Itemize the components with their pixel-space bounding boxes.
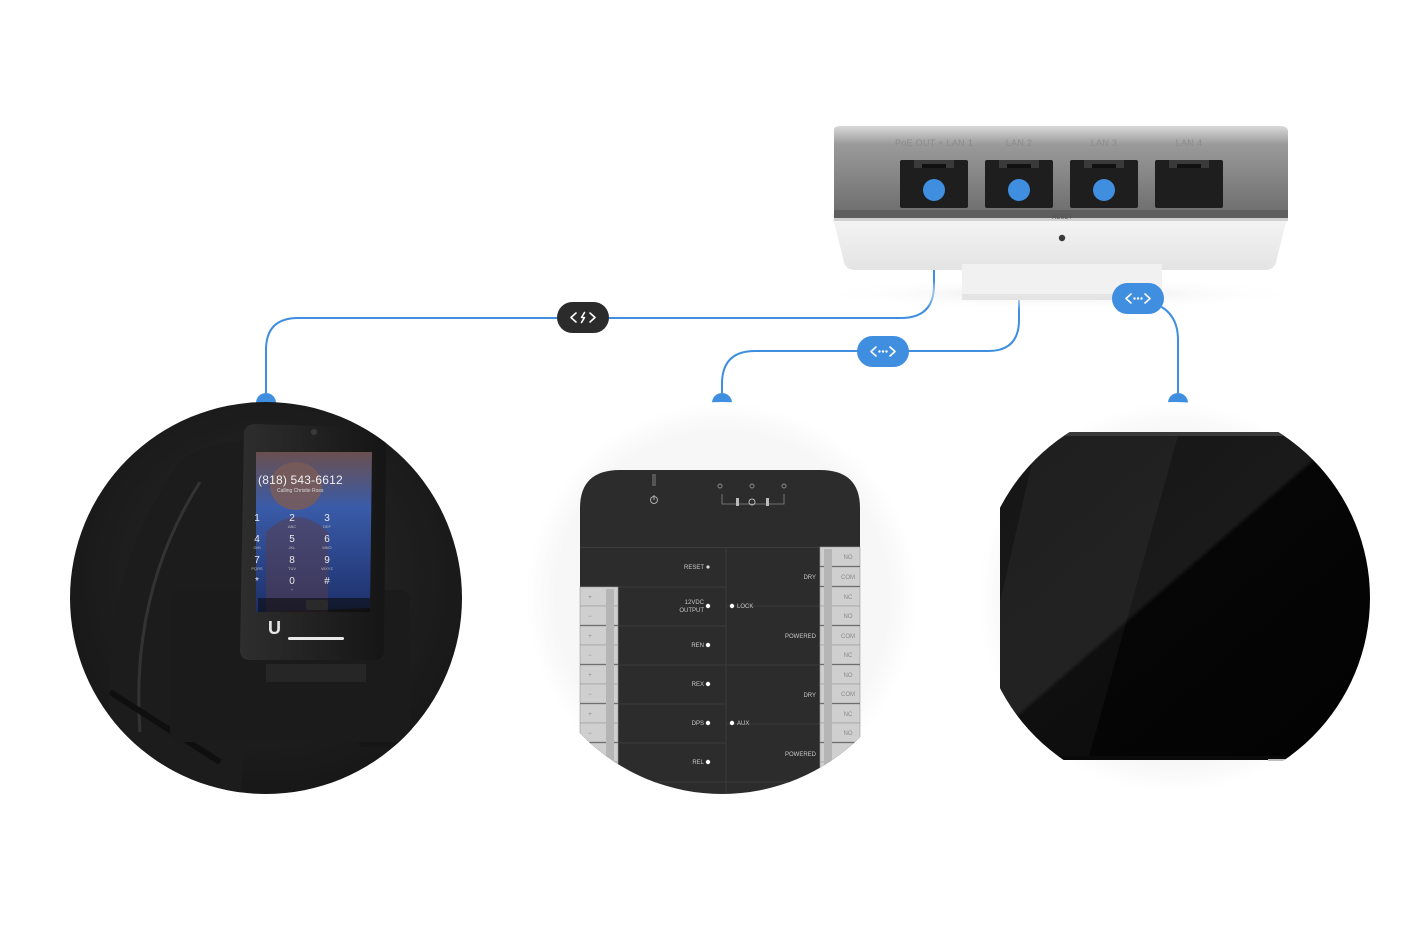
display-device (978, 402, 1370, 794)
key-letters: GHI (253, 545, 261, 550)
slot-label: − (588, 653, 592, 659)
slot-label: − (588, 692, 592, 698)
slot-label: + (588, 595, 592, 601)
key-digit: 7 (254, 555, 260, 566)
port-dot-1 (923, 179, 945, 201)
hub-label-reset: RESET (684, 565, 704, 571)
key-digit: 3 (324, 513, 330, 524)
slot-label: + (588, 634, 592, 640)
key: 2 ABC (277, 513, 307, 533)
hub-label-aux: AUX (737, 721, 749, 727)
slot-label: NO (844, 555, 853, 561)
slot-label: COM (841, 692, 855, 698)
key-letters: + (290, 587, 294, 592)
slot-label: NO (844, 731, 853, 737)
key: 1 (242, 513, 272, 533)
slot-label: + (588, 673, 592, 679)
port-dot-3 (1093, 179, 1115, 201)
phone-device: U (70, 402, 462, 794)
hub-label-rel: REL (692, 760, 704, 766)
key: # (312, 576, 342, 596)
hub-label-12vdc: 12VDC (685, 600, 705, 606)
key-letters: ABC (287, 524, 297, 529)
access-hub-device (526, 402, 918, 794)
slot-label: + (588, 712, 592, 718)
key: 6 MNO (312, 534, 342, 554)
slot-label: − (588, 614, 592, 620)
slot-label: COM (841, 634, 855, 640)
port-label-1: PoE OUT + LAN 1 (895, 138, 973, 148)
key-digit: 5 (289, 534, 295, 545)
key: 7 PQRS (242, 555, 272, 575)
key-digit: 6 (324, 534, 330, 545)
port-labels: PoE OUT + LAN 1 LAN 2 LAN 3 LAN 4 (895, 138, 1203, 148)
port-lan-4 (1155, 160, 1223, 208)
key: 3 DEF (312, 513, 342, 533)
phone-call-status: Calling Christie Ross (277, 488, 324, 494)
blue-link-badge-icon (857, 336, 909, 367)
key-digit: 4 (254, 534, 260, 545)
hub-label-output: OUTPUT (679, 608, 704, 614)
port-label-2: LAN 2 (1006, 138, 1033, 148)
hub-label-rex: REX (692, 682, 704, 688)
slot-label: − (588, 731, 592, 737)
slot-label: NC (844, 595, 853, 601)
key-letters: PQRS (251, 566, 263, 571)
slot-label: NC (844, 712, 853, 718)
key: 0 + (277, 576, 307, 596)
key: 5 JKL (277, 534, 307, 554)
key-digit: 9 (324, 555, 330, 566)
key-letters: TUV (288, 566, 296, 571)
key-digit: 0 (289, 576, 295, 587)
reset-label-area: RESET (1052, 215, 1072, 221)
port-label-4: LAN 4 (1176, 138, 1203, 148)
port-label-3: LAN 3 (1091, 138, 1118, 148)
phone-logo: U (268, 618, 281, 638)
hub-labels: RESET 12VDC OUTPUT REN REX DPS REL LOCK … (588, 555, 855, 766)
slot-label: COM (841, 575, 855, 581)
phone-keypad: 1 2 ABC 3 DEF 4 GHI 5 JKL 6 MNO 7 PQRS 8… (240, 513, 348, 599)
slot-label: NO (844, 673, 853, 679)
key-letters: DEF (323, 524, 331, 529)
hub-label-powered-1: POWERED (785, 634, 817, 640)
key-letters: MNO (322, 545, 332, 550)
reset-label: RESET (1052, 215, 1072, 221)
hub-label-ren: REN (691, 643, 704, 649)
key-digit: # (324, 576, 330, 587)
key-digit: 8 (289, 555, 295, 566)
key-letters: WXYZ (321, 566, 333, 571)
key-letters: JKL (288, 545, 296, 550)
hub-label-lock: LOCK (737, 604, 753, 610)
blue-link-badge-icon (1112, 283, 1164, 314)
key: 8 TUV (277, 555, 307, 575)
hub-label-powered-2: POWERED (785, 752, 817, 758)
slot-label: NO (844, 614, 853, 620)
key-digit: * (255, 576, 259, 587)
dark-link-badge-icon (557, 302, 609, 333)
hub-label-dps: DPS (692, 721, 704, 727)
key: * (242, 576, 272, 596)
hub-label-dry-2: DRY (803, 693, 816, 699)
hub-label-dry-1: DRY (803, 575, 816, 581)
key: 4 GHI (242, 534, 272, 554)
key-digit: 2 (289, 513, 295, 524)
slot-label: NC (844, 653, 853, 659)
phone-number: (818) 543-6612 (258, 473, 343, 487)
port-dot-2 (1008, 179, 1030, 201)
key: 9 WXYZ (312, 555, 342, 575)
key-digit: 1 (254, 513, 260, 524)
